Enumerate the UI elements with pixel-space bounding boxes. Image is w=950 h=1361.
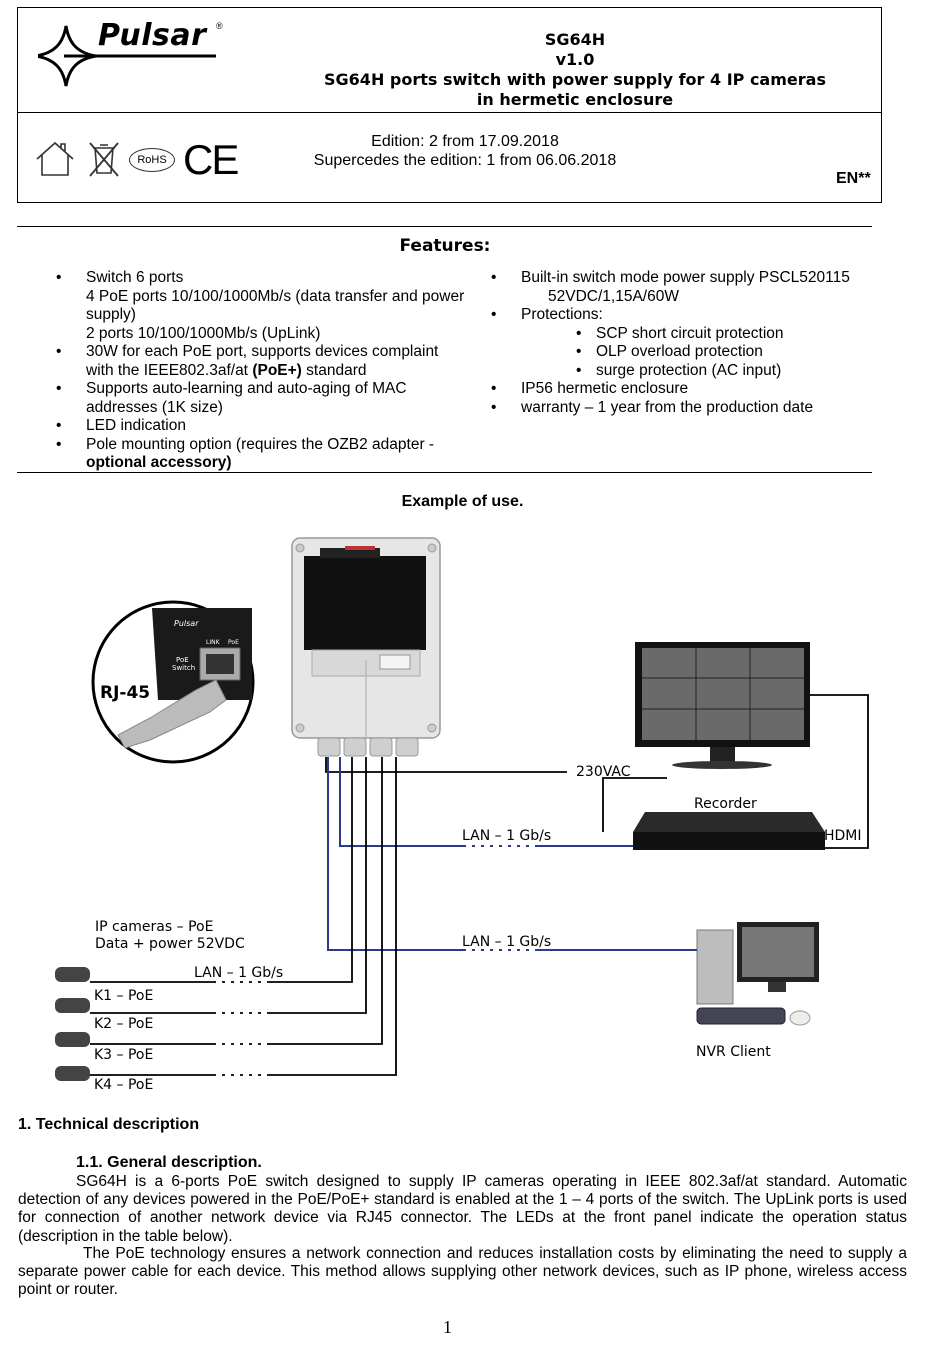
cameras-label-1: IP cameras – PoE (95, 919, 213, 935)
header-box (17, 7, 882, 203)
features-top-rule (17, 226, 872, 227)
model-name: SG64H (544, 30, 606, 49)
feature-pole-mount: Pole mounting option (requires the OZB2 … (56, 436, 486, 473)
lan-recorder-label: LAN – 1 Gb/s (462, 828, 551, 844)
lan-recorder-cable (339, 757, 633, 847)
lan-cameras-label: LAN – 1 Gb/s (194, 965, 283, 981)
camera-icons (55, 967, 90, 1081)
feature-psu: Built-in switch mode power supply PSCL52… (491, 269, 891, 306)
nvr-label: NVR Client (696, 1044, 771, 1060)
cameras-label-2: Data + power 52VDC (95, 936, 245, 952)
features-heading: Features: (399, 236, 491, 256)
k3-label: K3 – PoE (94, 1047, 153, 1063)
recorder-icon (633, 812, 825, 850)
supercedes: Supercedes the edition: 1 from 06.06.201… (313, 152, 617, 169)
k1-cable (90, 757, 353, 983)
pulsar-logo-text: Pulsar (98, 18, 207, 53)
k4-cable (90, 757, 397, 1076)
k3-cable (90, 757, 383, 1045)
feature-led: LED indication (56, 417, 486, 436)
weee-bin-icon (89, 142, 119, 177)
rj45-label: RJ-45 (100, 683, 150, 703)
header-divider (17, 112, 881, 113)
page-number: 1 (443, 1317, 452, 1337)
k2-label: K2 – PoE (94, 1016, 153, 1032)
hdmi-cable (810, 694, 869, 849)
section-1-heading: 1. Technical description (18, 1116, 200, 1133)
feature-mac: Supports auto-learning and auto-aging of… (56, 380, 486, 417)
example-diagram: Pulsar LINK PoE PoE Switch RJ-45 (55, 537, 869, 1093)
section-1-1-heading: 1.1. General description. (76, 1154, 262, 1171)
doc-title-line2: in hermetic enclosure (476, 90, 674, 109)
port-link-label: LINK (206, 639, 221, 646)
protections-list: SCP short circuit protection OLP overloa… (491, 325, 891, 381)
features-left-list: Switch 6 ports 4 PoE ports 10/100/1000Mb… (56, 269, 486, 473)
ce-mark-icon: CE (183, 136, 239, 183)
registered-mark: ® (216, 21, 223, 31)
k4-label: K4 – PoE (94, 1077, 153, 1093)
rohs-label: RoHS (137, 154, 167, 166)
switch-label-switch: Switch (172, 664, 195, 672)
switch-label-poe: PoE (176, 656, 189, 664)
house-icon (36, 141, 74, 176)
example-heading: Example of use. (401, 493, 524, 510)
nvr-client-icon (696, 922, 819, 1026)
recorder-power-cable (602, 777, 667, 832)
power-cable (325, 757, 567, 773)
features-right-list: Built-in switch mode power supply PSCL52… (491, 269, 891, 417)
lan-nvr-cable (327, 757, 697, 951)
vac-label: 230VAC (576, 764, 631, 780)
general-description-p2: The PoE technology ensures a network con… (18, 1245, 907, 1299)
switch-enclosure-icon (291, 537, 441, 757)
features-bottom-rule (17, 472, 872, 473)
k1-label: K1 – PoE (94, 988, 153, 1004)
pulsar-logo-icon (38, 25, 216, 87)
feature-enclosure: IP56 hermetic enclosure (491, 380, 891, 399)
edition: Edition: 2 from 17.09.2018 (371, 133, 559, 150)
version: v1.0 (555, 50, 595, 69)
rohs-icon: RoHS (129, 148, 175, 172)
doc-title-line1: SG64H ports switch with power supply for… (324, 70, 826, 89)
hdmi-label: HDMI (824, 828, 862, 844)
feature-protections: Protections: SCP short circuit protectio… (491, 306, 891, 380)
feature-warranty: warranty – 1 year from the production da… (491, 399, 891, 418)
k2-cable (90, 757, 367, 1014)
monitor-icon (635, 642, 810, 769)
feature-poe-power: 30W for each PoE port, supports devices … (56, 343, 486, 380)
port-poe-label: PoE (228, 639, 239, 646)
lan-nvr-label: LAN – 1 Gb/s (462, 934, 551, 950)
switch-brand-label: Pulsar (174, 619, 199, 628)
recorder-label: Recorder (694, 796, 757, 812)
language-code: EN** (836, 170, 871, 187)
general-description-p1: SG64H is a 6-ports PoE switch designed t… (18, 1173, 907, 1245)
feature-switch: Switch 6 ports 4 PoE ports 10/100/1000Mb… (56, 269, 486, 343)
rj45-zoom-icon (91, 600, 255, 764)
